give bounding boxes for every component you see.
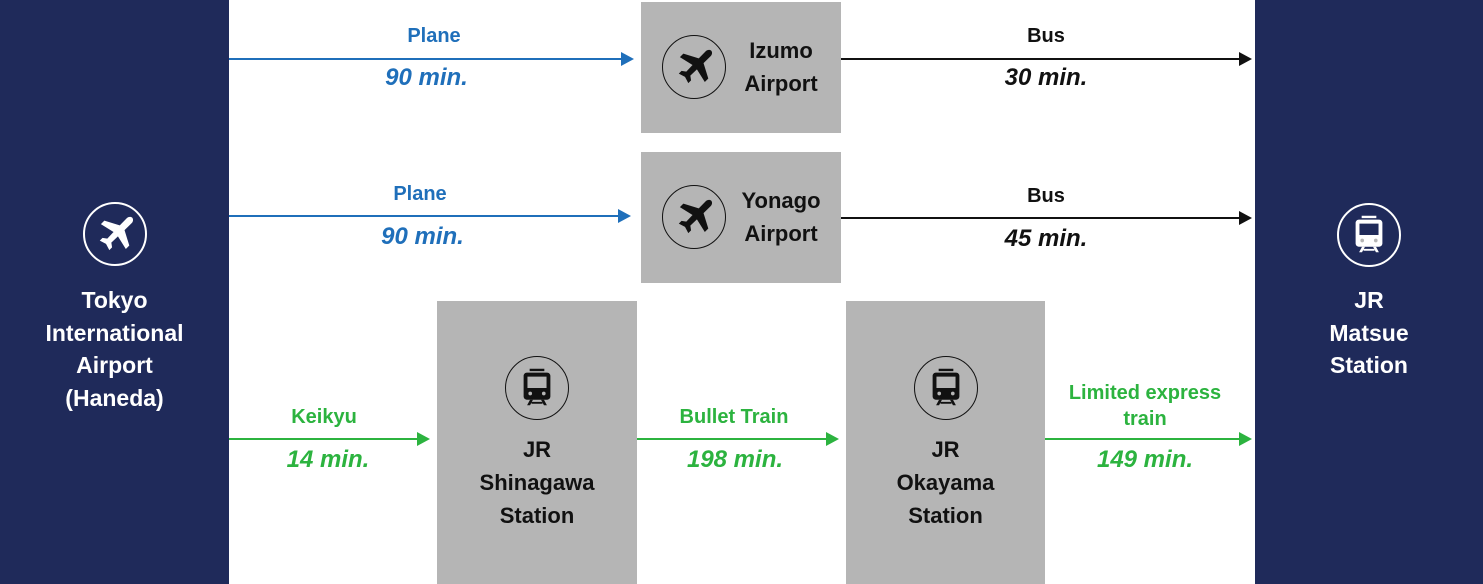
hub-line: Station — [499, 503, 575, 528]
airplane-icon — [662, 185, 726, 249]
train-icon — [1337, 203, 1401, 267]
route-time-label: 198 min. — [686, 446, 784, 473]
route-mode-label: Bus — [1027, 185, 1065, 207]
hub-line: JR — [931, 437, 960, 462]
shinagawa-station-title: JR Shinagawa Station — [437, 433, 637, 532]
yonago-airport-box: Yonago Airport — [641, 152, 841, 283]
train-icon — [505, 356, 569, 420]
destination-panel: JR Matsue Station — [1255, 0, 1483, 584]
route-arrow-train — [1045, 432, 1252, 446]
route-mode-label: Bullet Train — [679, 406, 789, 428]
route-arrow-bus — [841, 211, 1252, 225]
origin-line: Airport — [76, 352, 153, 378]
route-mode-label: Plane — [407, 25, 461, 47]
okayama-station-box: JR Okayama Station — [846, 301, 1045, 584]
route-time-label: 149 min. — [1096, 446, 1194, 473]
route-arrow-plane — [229, 209, 631, 223]
hub-line: Okayama — [896, 470, 995, 495]
destination-line: JR — [1354, 287, 1384, 313]
okayama-station-title: JR Okayama Station — [846, 433, 1045, 532]
route-arrow-plane — [229, 52, 634, 66]
izumo-airport-title: Izumo Airport — [741, 34, 821, 100]
airplane-icon — [83, 202, 147, 266]
route-arrow-train — [229, 432, 430, 446]
hub-line: Airport — [744, 221, 818, 246]
route-time-label: 90 min. — [381, 223, 464, 250]
train-icon — [914, 356, 978, 420]
route-mode-line: train — [1123, 408, 1167, 430]
route-arrow-train — [637, 432, 839, 446]
route-mode-label: Plane — [393, 183, 447, 205]
route-mode-line: Limited express — [1068, 382, 1222, 404]
airplane-icon — [662, 35, 726, 99]
origin-line: (Haneda) — [65, 384, 164, 411]
route-mode-label: Bus — [1027, 25, 1065, 47]
shinagawa-station-box: JR Shinagawa Station — [437, 301, 637, 584]
origin-title: Tokyo International Airport (Haneda) — [0, 284, 229, 414]
route-time-label: 45 min. — [1004, 225, 1088, 252]
route-time-label: 14 min. — [286, 446, 370, 473]
origin-line: Tokyo — [81, 287, 148, 313]
route-mode-label: Limited express train — [1045, 380, 1245, 432]
route-time-label: 30 min. — [1004, 64, 1088, 91]
origin-line: International — [45, 319, 184, 346]
route-time-label: 90 min. — [385, 64, 468, 91]
hub-line: Airport — [744, 71, 818, 96]
hub-line: Shinagawa — [479, 470, 595, 495]
hub-line: JR — [522, 437, 552, 462]
hub-line: Izumo — [749, 38, 813, 63]
route-mode-label: Keikyu — [291, 406, 357, 428]
route-arrow-bus — [841, 52, 1252, 66]
hub-line: Station — [908, 503, 983, 528]
destination-title: JR Matsue Station — [1255, 284, 1483, 382]
hub-line: Yonago — [741, 188, 821, 213]
yonago-airport-title: Yonago Airport — [741, 184, 821, 250]
izumo-airport-box: Izumo Airport — [641, 2, 841, 133]
destination-line: Station — [1330, 352, 1408, 378]
origin-panel: Tokyo International Airport (Haneda) — [0, 0, 229, 584]
destination-line: Matsue — [1329, 319, 1409, 346]
